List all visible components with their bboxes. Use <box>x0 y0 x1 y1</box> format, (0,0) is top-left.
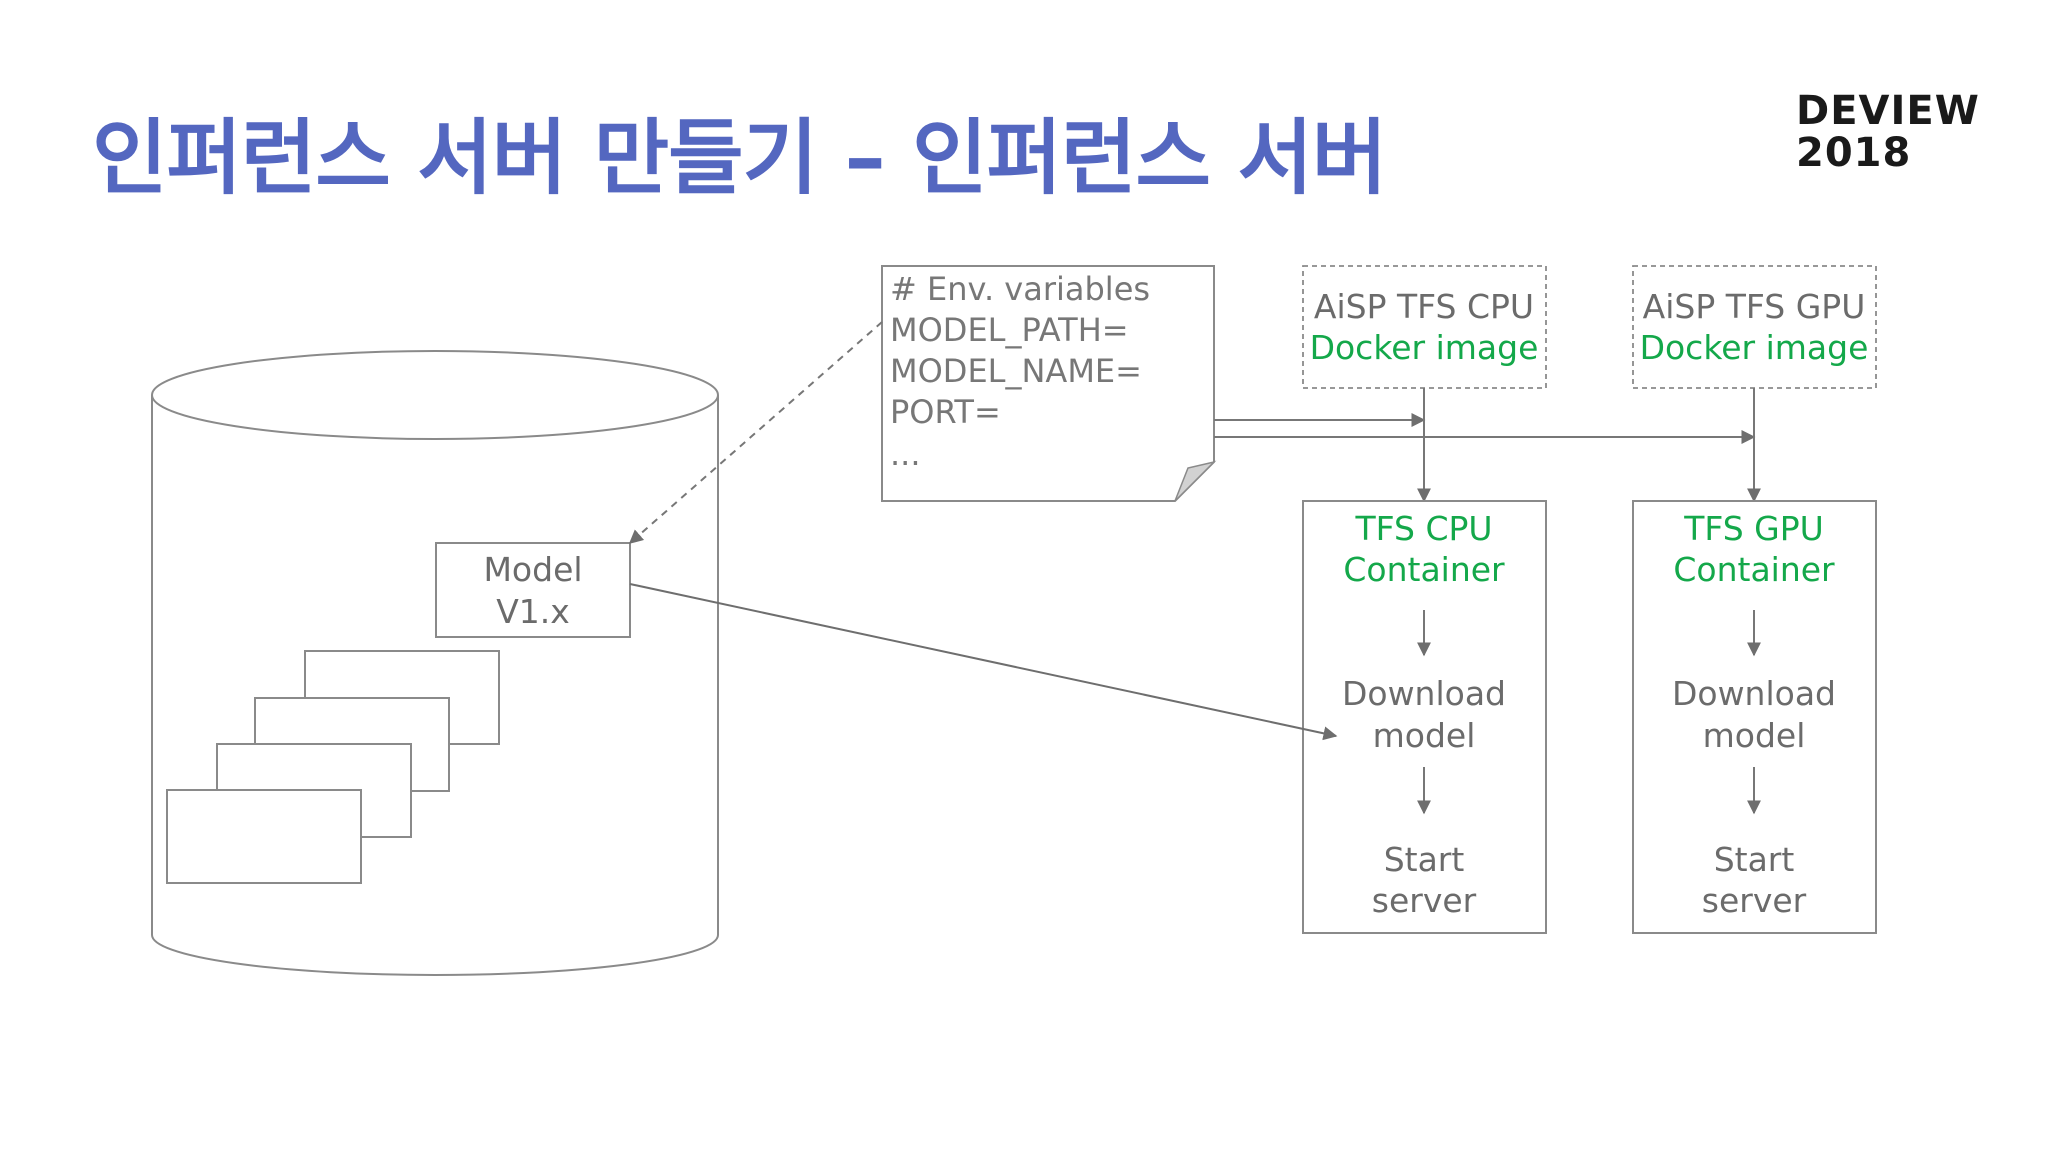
cpu-step2-line-2: server <box>1372 881 1477 920</box>
model-version-box-1 <box>166 789 362 884</box>
cpu-container-title-2: Container <box>1343 550 1505 589</box>
model-box: Model V1.x <box>435 542 631 638</box>
cpu-docker-image-box: AiSP TFS CPU Docker image <box>1302 265 1547 389</box>
model-to-download-arrow <box>629 583 1338 741</box>
cpu-image-line-2: Docker image <box>1310 328 1539 367</box>
env-variables-note: # Env. variables MODEL_PATH= MODEL_NAME=… <box>881 265 1217 502</box>
env-line-1: # Env. variables <box>890 270 1150 308</box>
logo-line-2: 2018 <box>1796 130 1912 176</box>
gpu-image-line-1: AiSP TFS GPU <box>1643 287 1866 326</box>
gpu-step1-line-2: model <box>1703 716 1806 755</box>
gpu-container-title-1: TFS GPU <box>1683 509 1824 548</box>
model-label-line-1: Model <box>483 550 582 589</box>
env-line-3: MODEL_NAME= <box>890 352 1142 390</box>
cpu-step2-line-1: Start <box>1384 840 1465 879</box>
gpu-step2-line-1: Start <box>1714 840 1795 879</box>
env-line-5: ... <box>890 435 921 473</box>
model-label-line-2: V1.x <box>496 592 570 631</box>
cpu-image-line-1: AiSP TFS CPU <box>1314 287 1534 326</box>
gpu-image-line-2: Docker image <box>1640 328 1869 367</box>
logo-line-1: DEVIEW <box>1796 88 1980 134</box>
gpu-container-title-2: Container <box>1673 550 1835 589</box>
env-to-model-arrow <box>628 321 883 544</box>
gpu-docker-image-box: AiSP TFS GPU Docker image <box>1632 265 1877 389</box>
cpu-container-box: TFS CPU Container Download model Start s… <box>1302 500 1547 934</box>
cpu-step1-line-2: model <box>1373 716 1476 755</box>
page-title: 인퍼런스 서버 만들기 – 인퍼런스 서버 <box>92 111 1387 206</box>
cpu-step1-line-1: Download <box>1342 674 1506 713</box>
deview-logo: DEVIEW 2018 <box>1796 90 1980 174</box>
cpu-container-title-1: TFS CPU <box>1354 509 1492 548</box>
gpu-container-box: TFS GPU Container Download model Start s… <box>1632 500 1877 934</box>
gpu-step1-line-1: Download <box>1672 674 1836 713</box>
env-line-2: MODEL_PATH= <box>890 311 1129 349</box>
env-line-4: PORT= <box>890 393 1001 431</box>
gpu-step2-line-2: server <box>1702 881 1807 920</box>
model-version-stack <box>166 650 500 884</box>
